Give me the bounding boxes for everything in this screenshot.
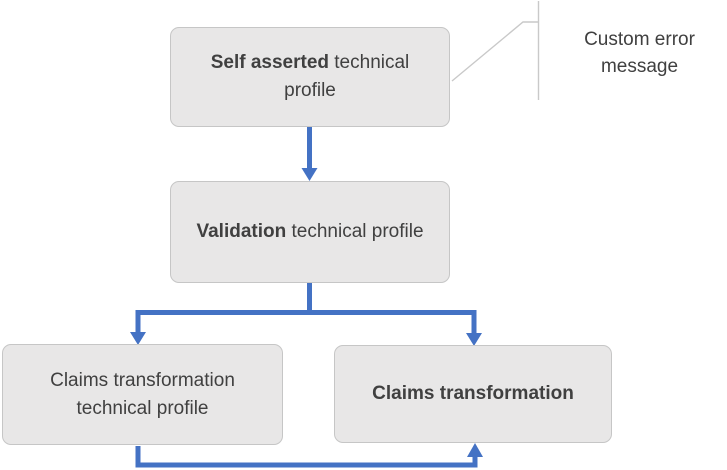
arrow-validation-to-branches [130,283,482,346]
node-label-rest: technical profile [284,52,410,101]
callout-leader-line [451,21,538,82]
node-validation-technical-profile: Validation technical profile [170,181,450,283]
node-label-rest: technical profile [286,221,424,242]
node-label-bold: Claims transformation [372,383,574,404]
custom-error-message-label: Custom error message [584,29,695,77]
node-claims-transformation-technical-profile: Claims transformation technical profile [2,344,283,445]
node-label: Claims transformation [357,380,589,408]
node-label: Self asserted technical profile [194,49,426,105]
node-self-asserted-technical-profile: Self asserted technical profile [170,27,450,127]
node-label-bold: Self asserted [210,52,329,73]
node-label: Validation technical profile [194,218,426,246]
node-label-rest: Claims transformation technical profile [50,369,235,419]
arrow-self-asserted-to-validation [301,127,318,181]
node-label: Claims transformation technical profile [27,367,259,423]
node-claims-transformation: Claims transformation [334,345,612,443]
node-label-bold: Validation [196,221,287,242]
arrow-claims-tp-to-claims-transformation [135,443,483,468]
